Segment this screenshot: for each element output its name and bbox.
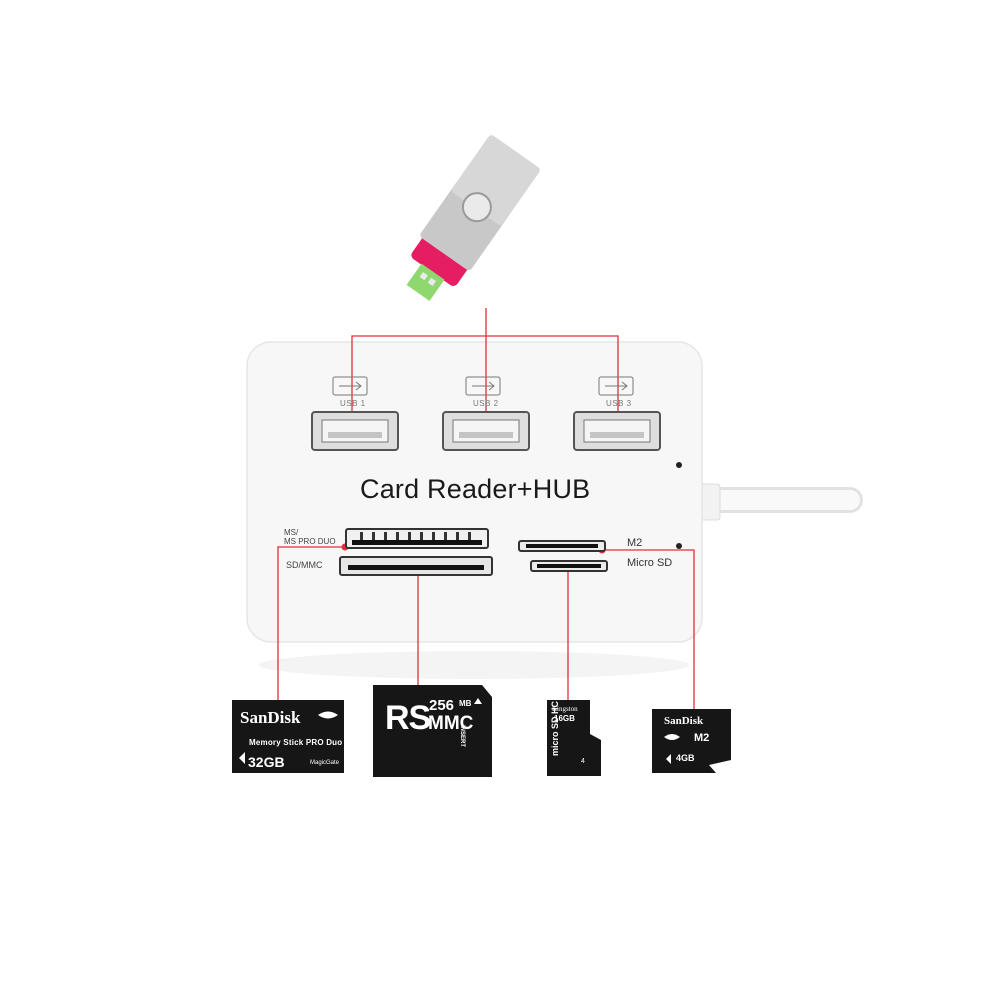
- hub-reflection: [259, 651, 689, 679]
- hub-title: Card Reader+HUB: [360, 474, 591, 504]
- insert-arrow-icon: [474, 698, 482, 704]
- flash-drive: [406, 135, 540, 301]
- connector-lines: [277, 308, 695, 712]
- m2-slot[interactable]: [518, 540, 606, 552]
- card-logo: micro SD HC: [550, 700, 560, 756]
- card-capacity: 4GB: [676, 753, 695, 763]
- ms-pro-duo-card: SanDisk Memory Stick PRO Duo 32GB MagicG…: [232, 700, 344, 773]
- ms-pro-duo-card-shape: [232, 700, 344, 773]
- usb-icon: [598, 376, 634, 396]
- card-main: RS: [385, 699, 431, 737]
- microsd-slot-label: Micro SD: [627, 557, 673, 569]
- ms-slot-label-line1: MS/: [284, 528, 299, 537]
- usb-port-2[interactable]: [442, 411, 530, 451]
- microsd-slot[interactable]: [530, 560, 608, 572]
- usb-port-2-label: USB 2: [473, 399, 499, 408]
- card-brand: SanDisk: [664, 715, 704, 727]
- card-brand: SanDisk: [240, 708, 301, 727]
- m2-card-shape: [652, 709, 731, 773]
- usb-port-1-label: USB 1: [340, 399, 366, 408]
- capacity-arrow-icon: [239, 752, 245, 764]
- usb-port-1[interactable]: [311, 411, 399, 451]
- card-size: 256: [429, 697, 455, 714]
- microsd-card-shape: [547, 700, 601, 776]
- card-sub: MMC: [428, 713, 474, 734]
- memory-stick-logo: [318, 711, 338, 719]
- card-line: Memory Stick PRO Duo: [249, 738, 343, 747]
- ms-pro-duo-slot[interactable]: [345, 528, 489, 549]
- usb-icon: [465, 376, 501, 396]
- card-type: M2: [694, 732, 710, 744]
- microsd-card: Kingston 16GB micro SD HC 4: [547, 700, 601, 776]
- card-extra: MagicGate: [310, 760, 340, 766]
- card-unit: MB: [459, 699, 472, 708]
- sd-mmc-slot[interactable]: [339, 556, 493, 576]
- sd-slot-label: SD/MMC: [286, 560, 323, 570]
- ms-slot-label-line2: MS PRO DUO: [284, 537, 336, 546]
- indicator-led: [676, 543, 682, 549]
- capacity-arrow-icon: [666, 754, 671, 764]
- rs-mmc-card: RS 256 MB MMC INSERT: [373, 685, 492, 777]
- card-class: 4: [581, 758, 585, 765]
- card-capacity: 32GB: [248, 754, 285, 770]
- usb-port-3[interactable]: [573, 411, 661, 451]
- card-capacity: 16GB: [554, 714, 575, 723]
- rs-mmc-card-shape: [373, 685, 492, 777]
- usb-port-3-label: USB 3: [606, 399, 632, 408]
- usb-icon: [332, 376, 368, 396]
- usb-cable: [687, 483, 863, 521]
- card-insert: INSERT: [459, 725, 465, 748]
- m2-card: SanDisk M2 4GB: [652, 709, 731, 773]
- memory-stick-logo: [664, 734, 680, 740]
- indicator-led: [676, 462, 682, 468]
- m2-slot-label: M2: [627, 537, 643, 549]
- card-brand: Kingston: [552, 705, 578, 713]
